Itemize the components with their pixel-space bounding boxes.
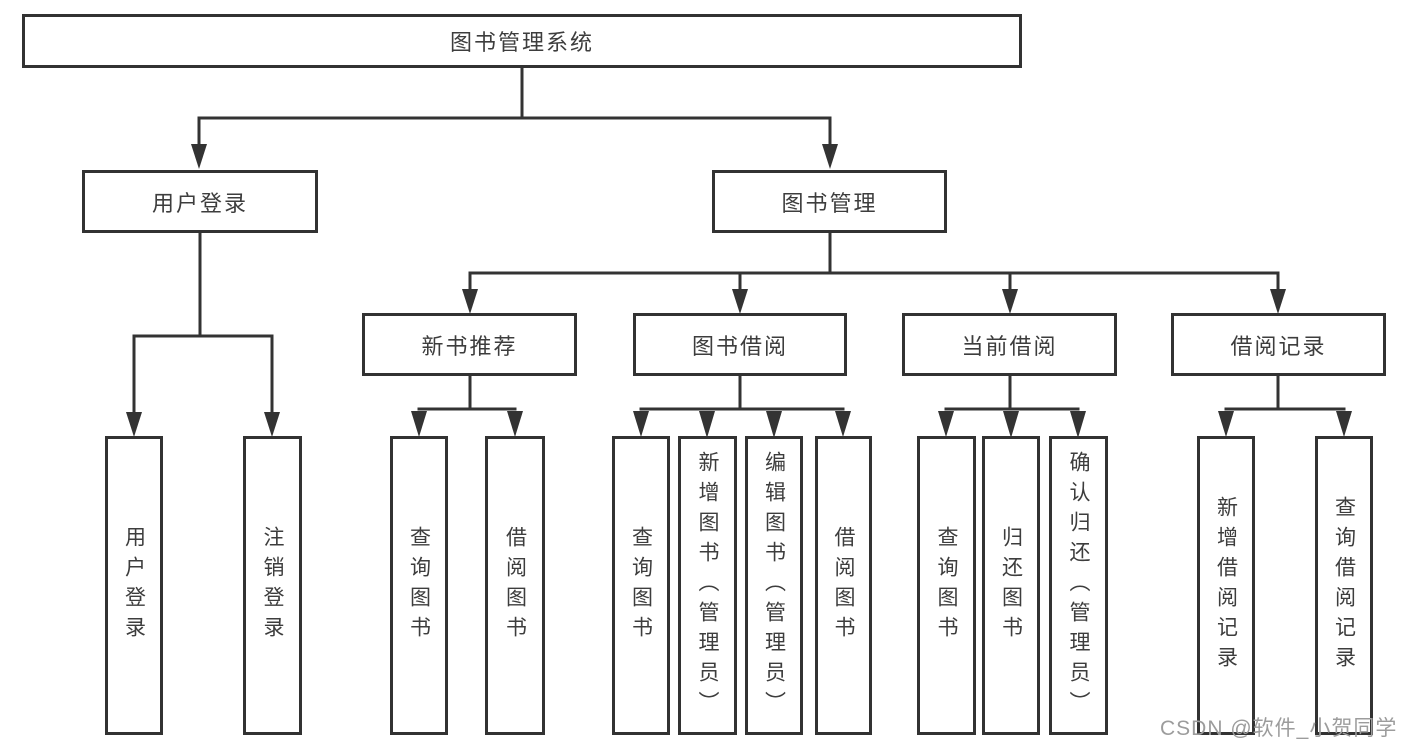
- leaf-borrow-books-2: 借阅图书: [815, 436, 872, 735]
- leaf-query-books-3: 查询图书: [917, 436, 976, 735]
- node-library-system-label: 图书管理系统: [449, 30, 594, 55]
- connector-book-borrow: [633, 376, 851, 438]
- leaf-add-books-admin: 新增图书（管理员）: [678, 436, 737, 735]
- leaf-return-books-label: 归还图书: [999, 525, 1023, 646]
- leaf-add-borrow-record-label: 新增借阅记录: [1214, 495, 1238, 676]
- node-current-borrow: 当前借阅: [902, 313, 1117, 376]
- node-library-system: 图书管理系统: [22, 14, 1022, 68]
- node-book-management-label: 图书管理: [781, 190, 878, 216]
- leaf-query-books-1: 查询图书: [390, 436, 448, 735]
- leaf-borrow-books-1-label: 借阅图书: [503, 525, 527, 646]
- connector-book-mgmt: [462, 233, 1286, 314]
- node-user-login-label: 用户登录: [151, 190, 248, 216]
- leaf-query-books-2-label: 查询图书: [629, 525, 653, 646]
- node-user-login: 用户登录: [82, 170, 318, 233]
- leaf-edit-books-admin: 编辑图书（管理员）: [745, 436, 803, 735]
- leaf-add-books-admin-label: 新增图书（管理员）: [696, 450, 719, 721]
- leaf-query-books-2: 查询图书: [612, 436, 670, 735]
- connector-current-borrow: [938, 376, 1086, 438]
- leaf-query-books-1-label: 查询图书: [407, 525, 431, 646]
- node-book-management: 图书管理: [712, 170, 947, 233]
- node-book-borrow: 图书借阅: [633, 313, 847, 376]
- connector-borrow-records: [1218, 376, 1352, 437]
- node-borrow-records-label: 借阅记录: [1230, 333, 1327, 359]
- node-new-book-recommend-label: 新书推荐: [421, 333, 518, 359]
- connector-user-login: [126, 233, 280, 437]
- leaf-confirm-return-admin: 确认归还（管理员）: [1049, 436, 1108, 735]
- leaf-add-borrow-record: 新增借阅记录: [1197, 436, 1255, 735]
- connector-root: [191, 68, 838, 169]
- csdn-watermark: CSDN @软件_小贺同学: [1160, 717, 1398, 740]
- leaf-logout: 注销登录: [243, 436, 302, 735]
- node-book-borrow-label: 图书借阅: [691, 333, 788, 359]
- node-borrow-records: 借阅记录: [1171, 313, 1386, 376]
- leaf-borrow-books-2-label: 借阅图书: [832, 525, 855, 646]
- leaf-user-login: 用户登录: [105, 436, 163, 735]
- connector-new-books: [411, 376, 523, 437]
- leaf-query-books-3-label: 查询图书: [935, 525, 958, 646]
- leaf-query-borrow-record: 查询借阅记录: [1315, 436, 1373, 735]
- leaf-return-books: 归还图书: [982, 436, 1040, 735]
- leaf-confirm-return-admin-label: 确认归还（管理员）: [1067, 450, 1090, 721]
- leaf-query-borrow-record-label: 查询借阅记录: [1332, 495, 1356, 676]
- leaf-edit-books-admin-label: 编辑图书（管理员）: [762, 450, 786, 721]
- leaf-borrow-books-1: 借阅图书: [485, 436, 545, 735]
- leaf-user-login-label: 用户登录: [122, 525, 146, 646]
- node-current-borrow-label: 当前借阅: [961, 333, 1058, 359]
- node-new-book-recommend: 新书推荐: [362, 313, 577, 376]
- leaf-logout-label: 注销登录: [261, 525, 284, 646]
